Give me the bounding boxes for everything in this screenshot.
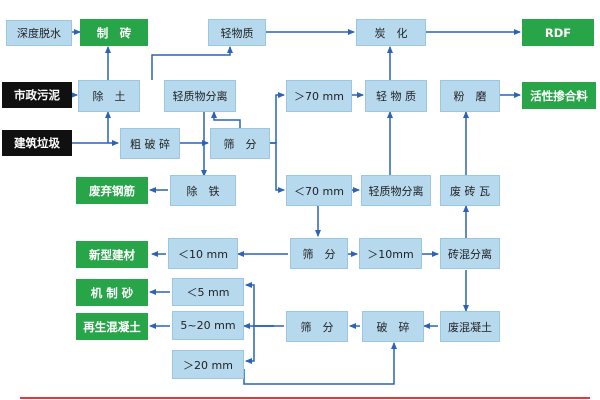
node-rdf: RDF bbox=[522, 19, 594, 46]
node-machine-made-sand: 机 制 砂 bbox=[76, 279, 148, 306]
node-under-10mm: ＜10 mm bbox=[168, 238, 238, 269]
node-light-matter-1: 轻物质 bbox=[208, 19, 266, 46]
node-soil-removal: 除 土 bbox=[78, 80, 140, 112]
node-screening-3: 筛 分 bbox=[286, 311, 348, 342]
node-over-10mm: ＞10mm bbox=[359, 238, 422, 269]
node-over-70mm: ＞70 mm bbox=[286, 80, 352, 112]
node-deep-dewatering: 深度脱水 bbox=[6, 20, 72, 46]
node-light-separation-2: 轻质物分离 bbox=[361, 175, 431, 206]
node-brick-concrete-separation: 砖混分离 bbox=[440, 238, 500, 269]
node-light-separation-1: 轻质物分离 bbox=[164, 80, 236, 112]
node-new-building-material: 新型建材 bbox=[76, 241, 148, 268]
node-active-admixture: 活性掺合料 bbox=[522, 82, 596, 109]
node-brick-making: 制 砖 bbox=[80, 19, 148, 46]
node-5-to-20mm: 5~20 mm bbox=[172, 311, 244, 340]
bottom-divider bbox=[20, 397, 590, 399]
node-waste-steel: 废弃钢筋 bbox=[76, 177, 148, 204]
node-light-matter-2: 轻 物 质 bbox=[365, 80, 427, 112]
node-coarse-crushing: 粗 破 碎 bbox=[120, 128, 180, 159]
node-carbonization: 炭 化 bbox=[356, 19, 426, 46]
node-recycled-concrete: 再生混凝土 bbox=[76, 313, 148, 340]
node-iron-removal: 除 铁 bbox=[170, 175, 236, 206]
node-screening-1: 筛 分 bbox=[210, 128, 270, 159]
node-screening-2: 筛 分 bbox=[290, 238, 348, 269]
node-grinding: 粉 磨 bbox=[440, 80, 500, 112]
node-construction-waste: 建筑垃圾 bbox=[2, 130, 72, 156]
node-under-5mm: ＜5 mm bbox=[172, 278, 244, 306]
node-waste-concrete: 废混凝土 bbox=[440, 311, 500, 342]
node-under-70mm: ＜70 mm bbox=[286, 175, 352, 206]
node-over-20mm: ＞20 mm bbox=[172, 350, 244, 379]
node-municipal-sludge: 市政污泥 bbox=[2, 82, 72, 108]
node-waste-brick-tile: 废 砖 瓦 bbox=[440, 175, 500, 206]
node-crushing: 破 碎 bbox=[362, 311, 424, 342]
